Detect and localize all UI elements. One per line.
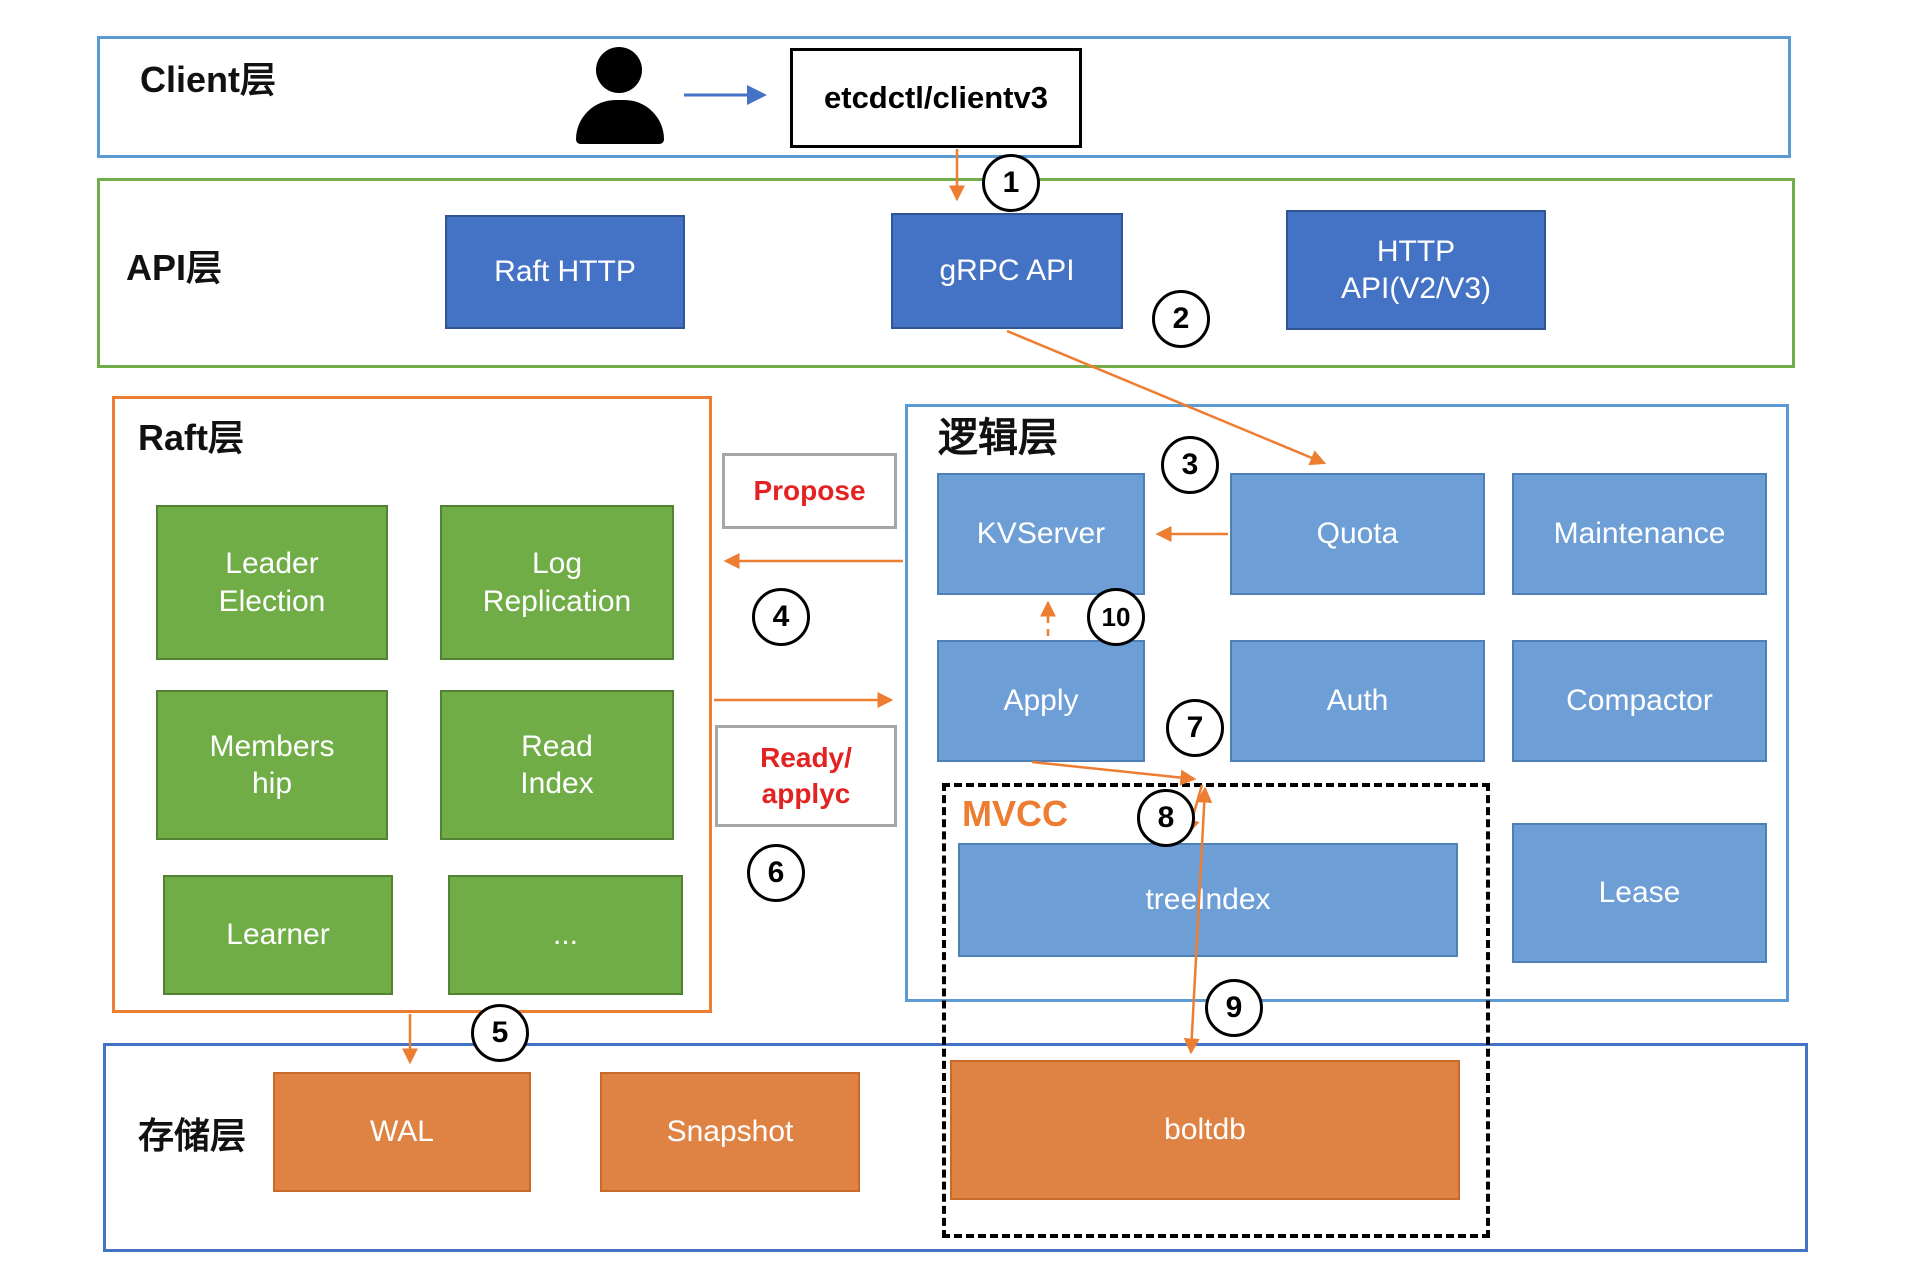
client-layer-frame bbox=[97, 36, 1791, 158]
read-index-box: Read Index bbox=[440, 690, 674, 840]
http-api-box: HTTP API(V2/V3) bbox=[1286, 210, 1546, 330]
treeindex-box: treeIndex bbox=[958, 843, 1458, 957]
ready-applyc-label-box: Ready/ applyc bbox=[715, 725, 897, 827]
grpc-api-box: gRPC API bbox=[891, 213, 1123, 329]
step-2-badge: 2 bbox=[1152, 290, 1210, 348]
step-4-badge: 4 bbox=[752, 588, 810, 646]
kvserver-box: KVServer bbox=[937, 473, 1145, 595]
api-layer-label: API层 bbox=[126, 247, 223, 288]
maintenance-box: Maintenance bbox=[1512, 473, 1767, 595]
api-layer-frame bbox=[97, 178, 1795, 368]
step-1-badge: 1 bbox=[982, 154, 1040, 212]
mvcc-dashed-box bbox=[942, 783, 1490, 1238]
step-9-badge: 9 bbox=[1205, 979, 1263, 1037]
logic-layer-frame bbox=[905, 404, 1789, 1002]
log-replication-box: Log Replication bbox=[440, 505, 674, 660]
raft-layer-label: Raft层 bbox=[138, 417, 244, 458]
user-icon bbox=[575, 46, 665, 146]
quota-box: Quota bbox=[1230, 473, 1485, 595]
membership-box: Members hip bbox=[156, 690, 388, 840]
storage-layer-frame bbox=[103, 1043, 1808, 1252]
lease-box: Lease bbox=[1512, 823, 1767, 963]
user-head-icon bbox=[596, 47, 642, 93]
step-10-badge: 10 bbox=[1087, 588, 1145, 646]
etcdctl-clientv3-box: etcdctl/clientv3 bbox=[790, 48, 1082, 148]
logic-layer-label: 逻辑层 bbox=[938, 416, 1058, 460]
step-8-badge: 8 bbox=[1137, 789, 1195, 847]
storage-layer-label: 存储层 bbox=[138, 1115, 247, 1156]
leader-election-box: Leader Election bbox=[156, 505, 388, 660]
apply-box: Apply bbox=[937, 640, 1145, 762]
user-body-icon bbox=[576, 100, 664, 144]
learner-box: Learner bbox=[163, 875, 393, 995]
boltdb-box: boltdb bbox=[950, 1060, 1460, 1200]
step-6-badge: 6 bbox=[747, 844, 805, 902]
compactor-box: Compactor bbox=[1512, 640, 1767, 762]
client-layer-label: Client层 bbox=[140, 59, 277, 100]
raft-layer-frame bbox=[112, 396, 712, 1013]
auth-box: Auth bbox=[1230, 640, 1485, 762]
propose-label-box: Propose bbox=[722, 453, 897, 529]
mvcc-label: MVCC bbox=[962, 793, 1068, 834]
step-3-badge: 3 bbox=[1161, 436, 1219, 494]
step-7-badge: 7 bbox=[1166, 699, 1224, 757]
wal-box: WAL bbox=[273, 1072, 531, 1192]
raft-http-box: Raft HTTP bbox=[445, 215, 685, 329]
snapshot-box: Snapshot bbox=[600, 1072, 860, 1192]
step-5-badge: 5 bbox=[471, 1004, 529, 1062]
ellipsis-box: ... bbox=[448, 875, 683, 995]
